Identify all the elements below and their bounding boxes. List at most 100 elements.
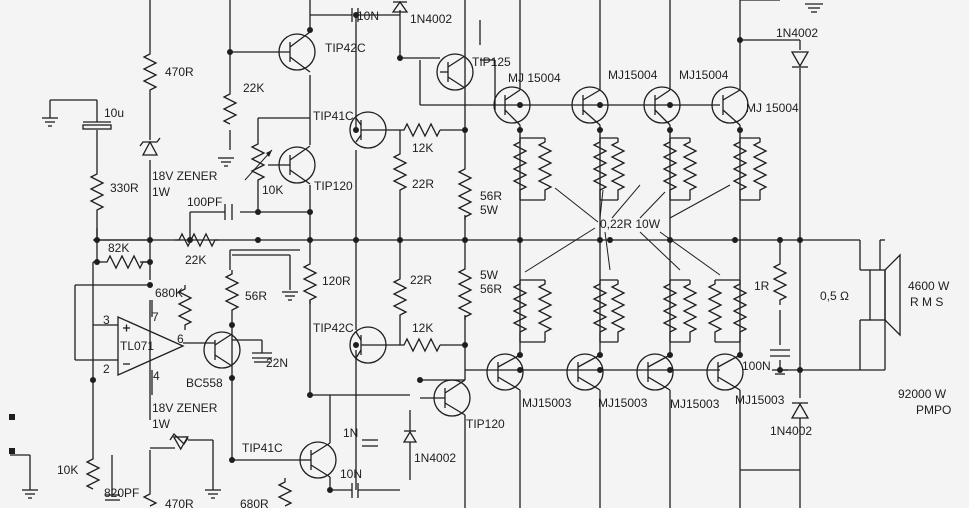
label-mj15004-3: MJ15004: [679, 68, 729, 82]
input-terminals: [9, 414, 15, 454]
label-tip42c-mid: TIP42C: [313, 321, 354, 335]
tip120-top-transistor: [268, 145, 316, 185]
label-zener-bot-a: 18V ZENER: [152, 401, 218, 415]
junction-dots: [90, 12, 803, 493]
tip125-transistor: [436, 53, 474, 91]
tip120-bot-transistor: [420, 379, 471, 417]
resistor-470r-bot: [142, 490, 158, 507]
label-22r-bot: 22R: [410, 273, 432, 287]
mj15003-2-transistor: [566, 353, 604, 391]
label-speaker-imp: 0,5 Ω: [820, 289, 849, 303]
mj15003-3-transistor: [636, 353, 674, 391]
label-12k-bot: 12K: [412, 321, 433, 335]
tip41c-mid-transistor: [349, 111, 387, 149]
label-820pf: 820PF: [104, 486, 139, 500]
label-680k: 680K: [155, 286, 183, 300]
label-pin7: 7: [152, 310, 159, 324]
label-10u: 10u: [104, 106, 124, 120]
label-pin3: 3: [103, 313, 110, 327]
label-power-rms-a: 4600 W: [908, 279, 950, 293]
label-680r-bot: 680R: [240, 497, 269, 508]
label-330r: 330R: [110, 181, 139, 195]
resistor-56r-small: [224, 270, 240, 315]
opamp-tl071: [117, 315, 185, 377]
label-22k-fb: 22K: [185, 253, 206, 267]
resistor-22r-top: [392, 150, 408, 195]
label-100pf: 100PF: [187, 195, 222, 209]
resistor-56r-5w-bot: [457, 265, 473, 320]
label-emitter-res: 0,22R 10W: [600, 217, 661, 231]
mj15004-4-transistor: [711, 86, 749, 126]
speaker-icon: [859, 253, 901, 370]
label-pot-10k: 10K: [262, 183, 283, 197]
diodes: [139, 0, 810, 480]
label-470r-top: 470R: [165, 65, 194, 79]
label-56r-5w-top-b: 5W: [480, 203, 499, 217]
resistor-12k-top: [400, 122, 441, 138]
label-power-pmpo-b: PMPO: [916, 403, 951, 417]
label-bc558: BC558: [186, 376, 223, 390]
label-tip120-bot: TIP120: [466, 417, 505, 431]
tip42c-top-transistor: [278, 31, 316, 73]
label-pin2: 2: [103, 362, 110, 376]
label-tip125: TIP125: [472, 55, 511, 69]
resistor-330r: [89, 170, 105, 220]
mj15003-1-transistor: [486, 353, 524, 391]
resistor-22k-top: [222, 90, 238, 125]
label-pin4: 4: [153, 369, 160, 383]
resistor-680k: [177, 285, 193, 330]
label-22n: 22N: [266, 356, 288, 370]
mj15003-4-transistor: [706, 353, 744, 391]
capacitors: [49, 8, 790, 501]
label-22r-top: 22R: [412, 177, 434, 191]
label-56r-5w-bot-b: 56R: [480, 282, 502, 296]
mj15004-1-transistor: [493, 86, 531, 126]
label-1r: 1R: [754, 279, 770, 293]
resistor-1r: [772, 260, 788, 305]
resistor-120r: [302, 260, 318, 304]
tip41c-bot-transistor: [299, 395, 337, 490]
label-120r: 120R: [322, 274, 351, 288]
label-mj15004-4: MJ 15004: [746, 101, 799, 115]
bc558-transistor: [203, 331, 241, 369]
resistor-470r-top: [142, 50, 158, 95]
label-mj15003-3: MJ15003: [670, 397, 720, 411]
label-pin6: 6: [177, 332, 184, 346]
label-mj15003-4: MJ15003: [735, 393, 785, 407]
label-mj15004-1: MJ 15004: [508, 71, 561, 85]
label-mj15004-2: MJ15004: [608, 68, 658, 82]
label-power-pmpo-a: 92000 W: [898, 387, 947, 401]
resistors: [85, 50, 788, 507]
emitter-label-arrows: [524, 184, 731, 276]
label-1n4002-a: 1N4002: [410, 12, 452, 26]
label-56r-small: 56R: [245, 289, 267, 303]
transistors: [203, 31, 749, 490]
label-10k-in: 10K: [57, 463, 78, 477]
label-mj15003-2: MJ15003: [598, 396, 648, 410]
label-470r-bot: 470R: [165, 497, 194, 508]
label-56r-5w-bot-a: 5W: [480, 268, 499, 282]
label-tip120-top: TIP120: [314, 179, 353, 193]
resistor-82k: [103, 254, 147, 270]
resistor-10k-in: [85, 455, 101, 490]
label-100n: 100N: [742, 359, 771, 373]
wiring: [74, 0, 886, 508]
resistor-22r-bot: [392, 275, 408, 320]
ground-symbols: [10, 3, 823, 499]
label-82k: 82K: [108, 241, 129, 255]
label-zener-top-a: 18V ZENER: [152, 169, 218, 183]
resistor-12k-bot: [400, 337, 441, 353]
resistor-56r-5w-top: [457, 165, 473, 220]
label-power-rms-b: R M S: [910, 295, 943, 309]
label-tip42c-top: TIP42C: [325, 41, 366, 55]
emitter-resistor-bank: [512, 137, 768, 343]
label-22k-top: 22K: [243, 81, 264, 95]
label-1n4002-b: 1N4002: [414, 451, 456, 465]
label-1n4002-c: 1N4002: [776, 26, 818, 40]
label-tip41c-bot: TIP41C: [242, 441, 283, 455]
label-tip41c-mid: TIP41C: [313, 109, 354, 123]
label-1n4002-d: 1N4002: [770, 424, 812, 438]
resistor-680r-bot: [277, 478, 293, 507]
resistor-22k-fb: [175, 232, 219, 248]
